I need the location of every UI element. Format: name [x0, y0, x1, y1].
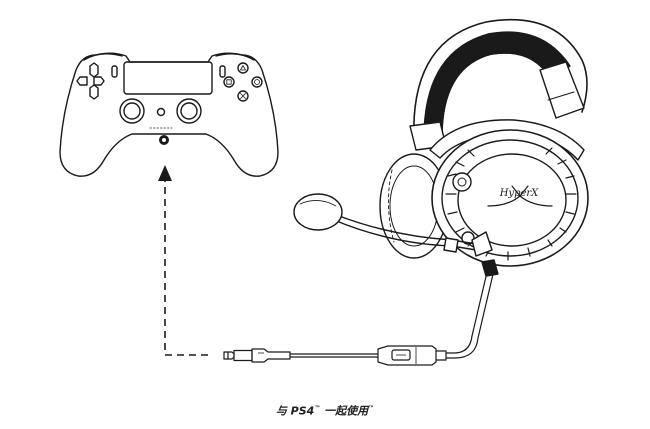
audio-jack-icon	[223, 267, 495, 366]
usage-caption: 与 PS4™ 一起使用™	[0, 402, 650, 419]
dashed-arrow-icon	[158, 165, 208, 356]
headset-logo-text: HyperX	[499, 188, 539, 199]
headset-port-icon	[159, 135, 169, 145]
microphone-icon	[293, 193, 493, 257]
hyperx-logo-icon: HyperX	[487, 185, 553, 207]
caption-trademark: ™	[314, 405, 321, 412]
headset-icon	[379, 18, 589, 277]
caption-suffix: 一起使用	[324, 404, 369, 418]
ps4-controller-icon	[59, 52, 279, 177]
caption-prefix: 与 PS4	[275, 404, 315, 418]
caption-suffix-trademark: ™	[368, 405, 375, 412]
